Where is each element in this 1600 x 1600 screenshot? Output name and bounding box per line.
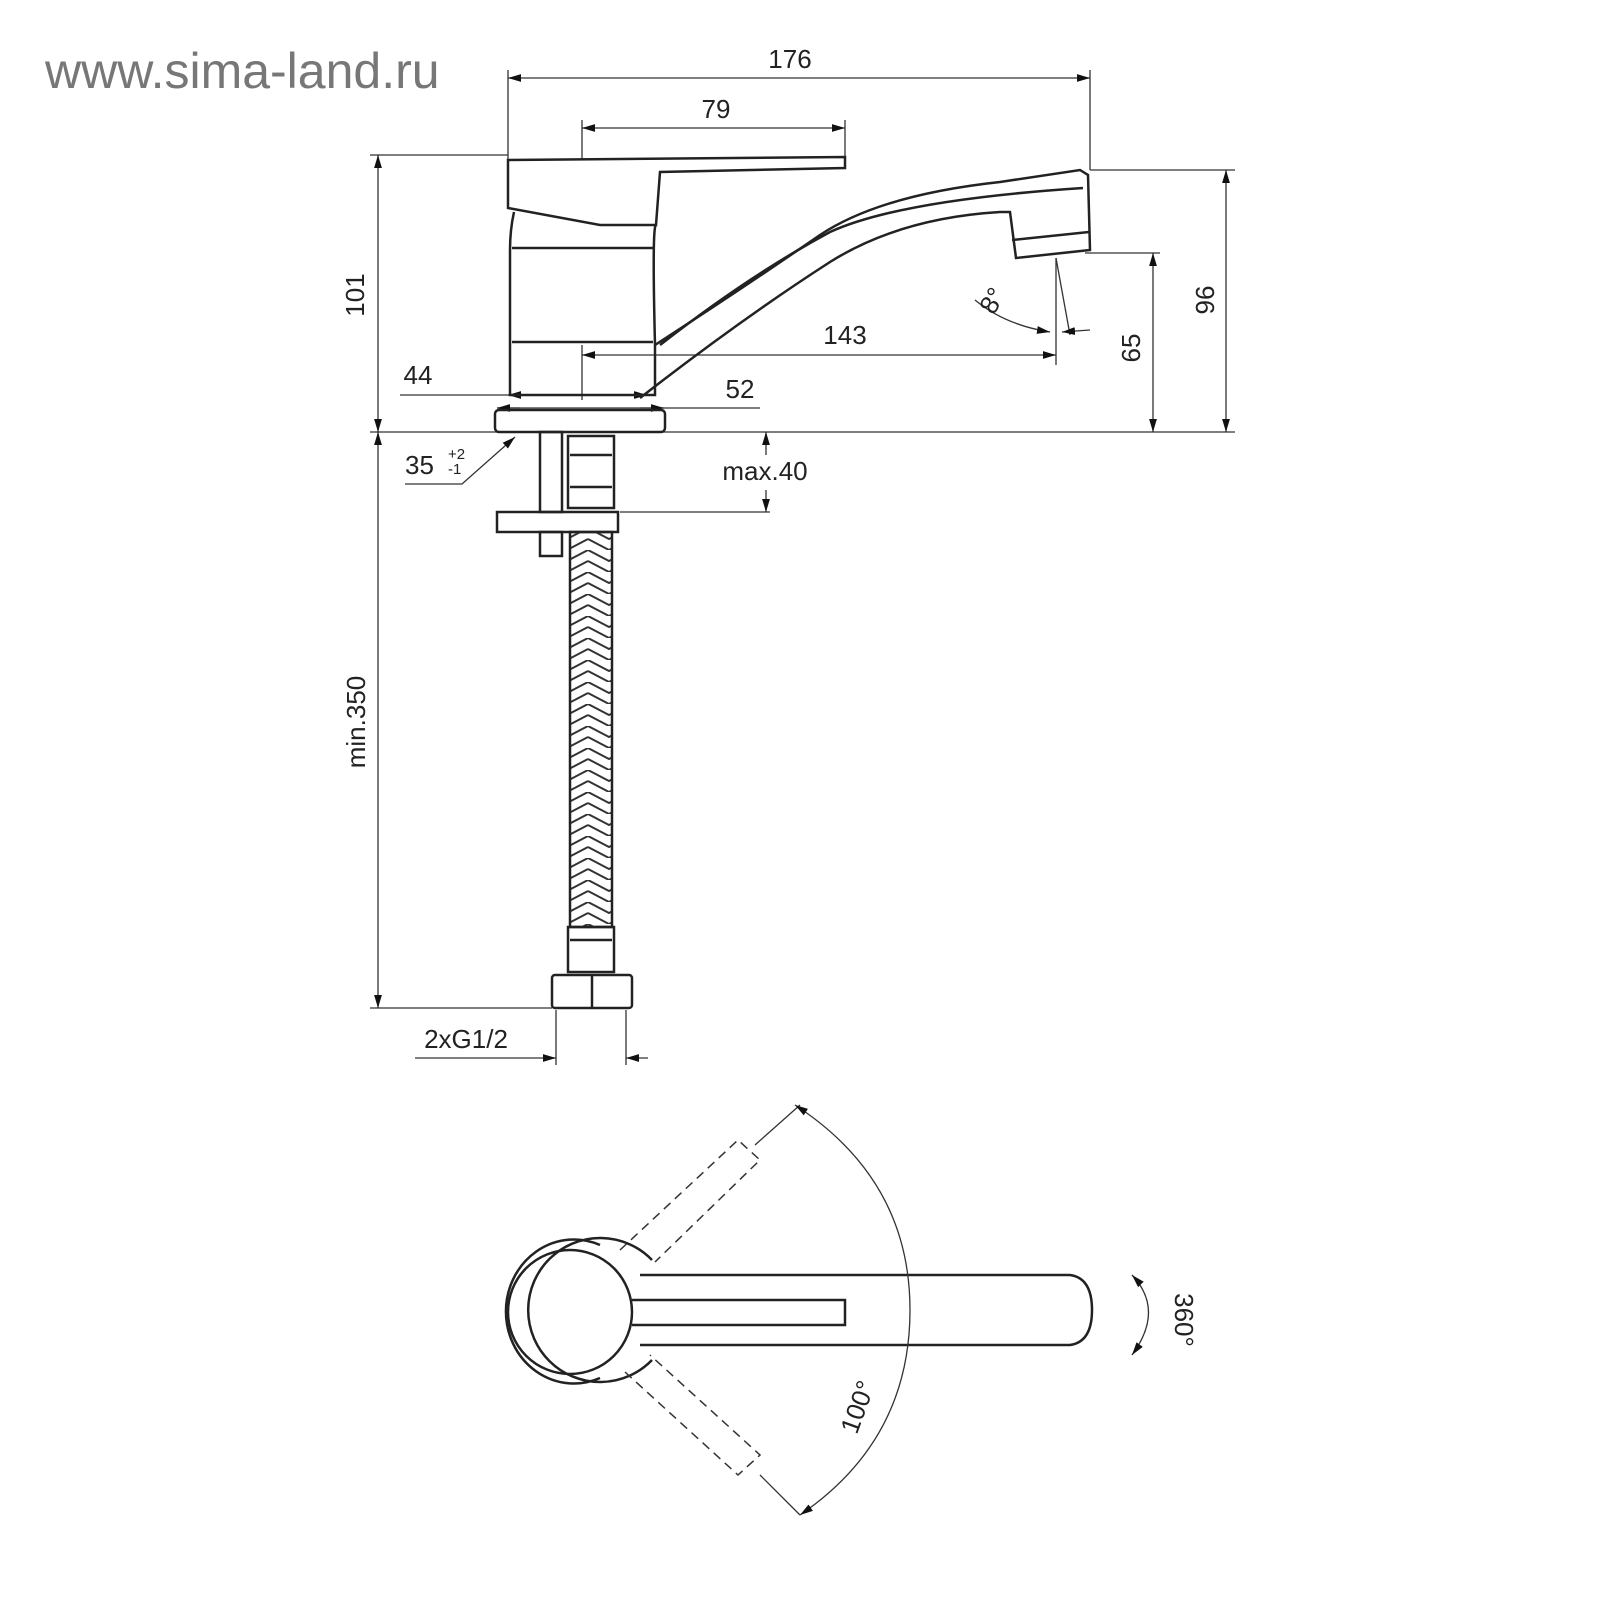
- dimension-lines: [374, 74, 1230, 1062]
- hose-connector: [566, 434, 616, 510]
- faucet-body: [508, 211, 658, 397]
- dim-connection: 2xG1/2: [424, 1024, 508, 1054]
- faucet-top-view: [504, 1104, 1150, 1516]
- faucet-side-view: [493, 155, 1092, 1010]
- hose-ferrule: [566, 925, 616, 974]
- dim-spout-rotation: 360°: [1169, 1293, 1199, 1347]
- dim-max-deck: max.40: [722, 456, 807, 486]
- fixing-plate: [495, 510, 620, 534]
- spout: [639, 168, 1092, 399]
- braided-hose: [568, 530, 614, 929]
- watermark: www.sima-land.ru: [44, 43, 440, 99]
- dim-spout-height: 96: [1190, 286, 1220, 315]
- dim-spout-reach: 143: [823, 320, 866, 350]
- dim-handle-length: 79: [702, 94, 731, 124]
- lever-top: [632, 1298, 847, 1327]
- dim-base-width: 52: [726, 374, 755, 404]
- extension-lines: [370, 70, 1235, 1065]
- dim-hole-diameter: 35: [405, 450, 434, 480]
- base-plate: [493, 408, 667, 434]
- dim-min-hose: min.350: [341, 676, 371, 769]
- body-top: [506, 1248, 634, 1376]
- dim-outlet-angle: 8°: [973, 282, 1011, 319]
- dim-overall-length: 176: [768, 44, 811, 74]
- spout-top: [640, 1273, 1094, 1347]
- fixing-stud: [538, 430, 564, 514]
- dim-hole-tolerance-minus: -1: [448, 461, 461, 478]
- dim-body-width: 44: [404, 360, 433, 390]
- dim-lever-angle: 100°: [834, 1377, 881, 1438]
- dim-total-height: 101: [340, 273, 370, 316]
- fixing-nut: [538, 530, 564, 558]
- lever-handle: [506, 155, 847, 227]
- dim-hole-tolerance-plus: +2: [448, 446, 465, 463]
- dim-outlet-clearance: 65: [1116, 334, 1146, 363]
